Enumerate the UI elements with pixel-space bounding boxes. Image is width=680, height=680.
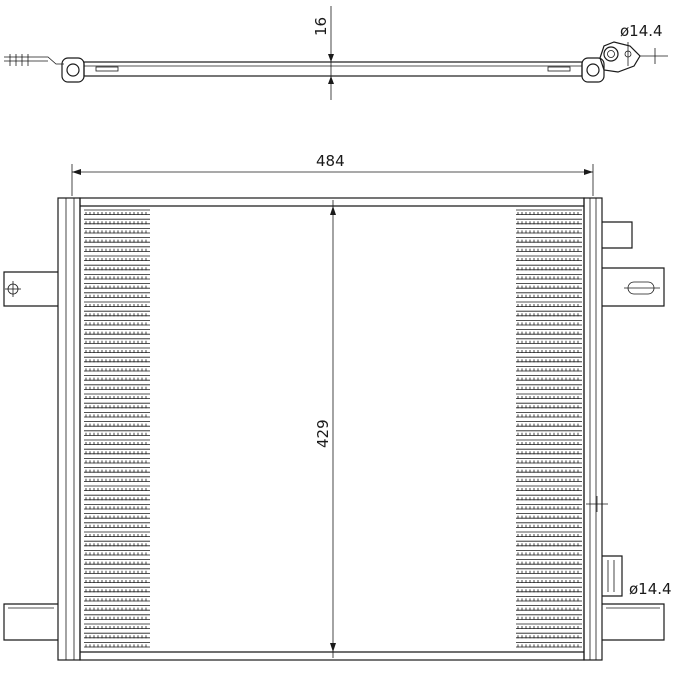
right-bushing-hole [586, 63, 600, 77]
left-mount-tab [4, 56, 64, 65]
height-label: 429 [314, 419, 332, 448]
left-bushing [61, 57, 85, 83]
pipe-diameter-top-label: ø14.4 [620, 22, 663, 40]
left-lower-bracket [3, 603, 58, 641]
inlet-fitting [602, 221, 633, 249]
right-lower-bracket [602, 603, 665, 641]
right-upper-bracket [602, 267, 665, 307]
right-tank [583, 197, 603, 661]
pipe-connector [599, 41, 641, 73]
left-tank [57, 197, 81, 661]
left-upper-bracket [3, 271, 58, 307]
outlet-fitting [602, 555, 623, 597]
left-bushing-hole [66, 63, 80, 77]
thickness-label: 16 [312, 17, 330, 36]
core-body-side [83, 61, 583, 77]
pipe-diameter-bottom-label: ø14.4 [629, 580, 672, 598]
front-view: 484 429 [3, 152, 672, 661]
right-fin-band [516, 209, 582, 648]
core-frame [79, 197, 585, 661]
left-fin-band [84, 209, 150, 648]
top-view: 16 ø14.4 [4, 6, 668, 100]
width-label: 484 [316, 152, 345, 170]
pipe-port-icon [603, 46, 619, 62]
